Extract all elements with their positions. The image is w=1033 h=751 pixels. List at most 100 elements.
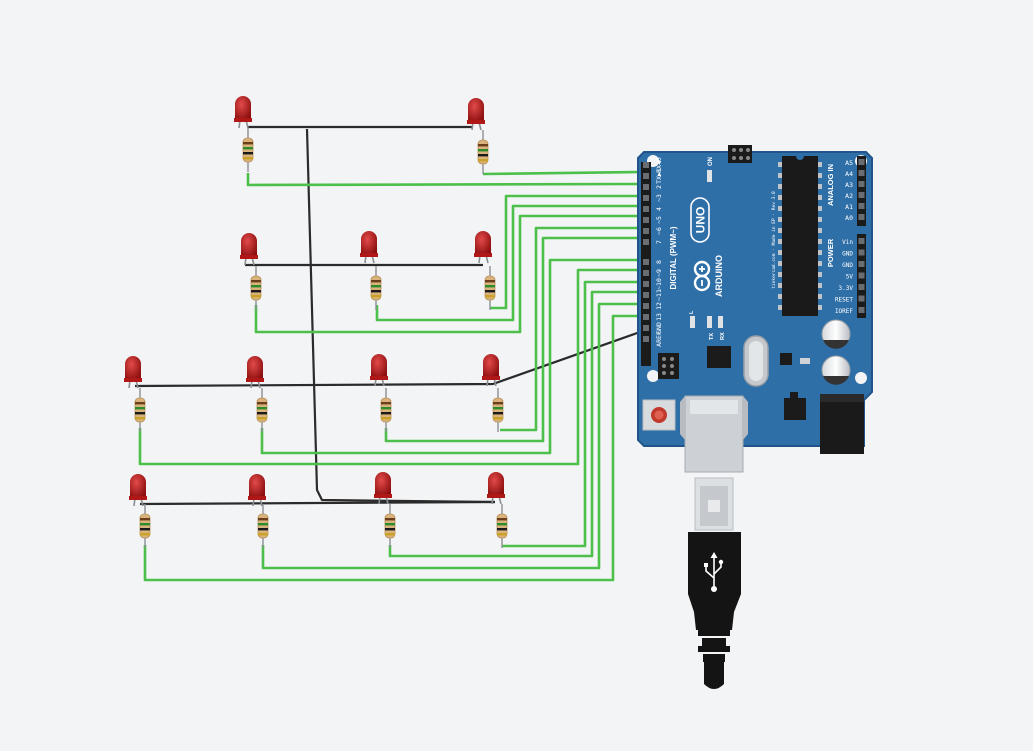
led-resistor-pair[interactable] [124, 356, 146, 432]
digital-pin[interactable] [643, 292, 649, 298]
analog-pin[interactable] [858, 192, 865, 198]
wire-pin10[interactable] [502, 280, 640, 548]
digital-pin[interactable] [643, 228, 649, 234]
digital-pin[interactable] [643, 270, 649, 276]
red-led[interactable] [360, 231, 378, 257]
digital-pin[interactable] [643, 162, 649, 168]
digital-pin[interactable] [643, 259, 649, 265]
digital-pin[interactable] [643, 184, 649, 190]
led-resistor-pair[interactable] [248, 474, 269, 548]
resistor[interactable] [370, 275, 382, 301]
resistor[interactable] [139, 513, 151, 539]
analog-pin[interactable] [858, 181, 865, 187]
digital-pin[interactable] [643, 173, 649, 179]
digital-pin[interactable] [643, 281, 649, 287]
digital-pin[interactable] [643, 314, 649, 320]
resistor[interactable] [380, 397, 392, 423]
led-resistor-pair[interactable] [234, 96, 254, 172]
digital-pin[interactable] [643, 239, 649, 245]
resistor[interactable] [250, 275, 262, 301]
led-resistor-pair[interactable] [370, 354, 392, 432]
digital-pin[interactable] [643, 206, 649, 212]
power-pin[interactable] [858, 261, 865, 267]
red-led[interactable] [482, 354, 500, 380]
digital-pin-label: ~9 [655, 269, 663, 277]
digital-pin[interactable] [643, 303, 649, 309]
wire-pin4[interactable] [375, 204, 640, 322]
ground-wire-row4[interactable] [139, 500, 496, 506]
digital-pin[interactable] [643, 325, 649, 331]
wire-pin12[interactable] [261, 302, 640, 570]
wire-pin8[interactable] [260, 258, 640, 455]
ground-wire-trunk[interactable] [305, 128, 496, 504]
power-pin[interactable] [858, 284, 865, 290]
red-led[interactable] [129, 474, 147, 500]
digital-pin[interactable] [643, 217, 649, 223]
wire-pin3[interactable] [490, 194, 640, 310]
digital-pin[interactable] [643, 195, 649, 201]
resistor[interactable] [257, 513, 269, 539]
power-led [707, 170, 712, 182]
power-pin[interactable] [858, 295, 865, 302]
led-resistor-pair[interactable] [487, 472, 508, 548]
resistor[interactable] [484, 275, 496, 301]
wire-pin5[interactable] [254, 214, 640, 334]
power-pin[interactable] [858, 307, 865, 313]
digital-label: DIGITAL (PWM~) [669, 226, 678, 289]
red-led[interactable] [374, 472, 392, 498]
red-led[interactable] [370, 354, 388, 380]
red-led[interactable] [487, 472, 505, 498]
analog-pin[interactable] [858, 203, 865, 209]
resistor[interactable] [242, 137, 254, 163]
red-led[interactable] [474, 231, 492, 257]
resistor[interactable] [384, 513, 396, 539]
digital-pin[interactable] [643, 336, 649, 342]
led-resistor-pair[interactable] [482, 354, 504, 432]
usb-b-port[interactable] [680, 395, 748, 473]
wire-pin6[interactable] [500, 226, 640, 432]
red-led[interactable] [234, 96, 252, 122]
resistor[interactable] [477, 139, 489, 165]
led-resistor-pair[interactable] [360, 231, 382, 310]
wire-pin7[interactable] [384, 236, 640, 443]
resistor[interactable] [492, 397, 504, 423]
reset-button[interactable] [642, 399, 676, 431]
power-pin[interactable] [858, 238, 865, 244]
led-resistor-pair[interactable] [467, 98, 489, 174]
wire-pin9[interactable] [138, 268, 640, 466]
wire-pin11[interactable] [388, 290, 640, 558]
analog-header[interactable] [857, 156, 866, 226]
red-led[interactable] [246, 356, 264, 382]
analog-pin[interactable] [858, 214, 865, 220]
resistor[interactable] [134, 397, 146, 423]
power-pin-label: Vin [842, 239, 853, 246]
led-resistor-pair[interactable] [240, 233, 262, 310]
led-resistor-pair[interactable] [374, 472, 396, 548]
wire-pin2[interactable] [246, 173, 641, 187]
tx-led-label: TX [709, 333, 715, 340]
red-led[interactable] [248, 474, 266, 500]
red-led[interactable] [467, 98, 485, 124]
dc-power-jack[interactable] [820, 394, 864, 454]
power-pin[interactable] [858, 272, 865, 279]
resistor[interactable] [496, 513, 508, 539]
red-led[interactable] [124, 356, 142, 382]
wire-pin1[interactable] [482, 170, 641, 176]
resistor[interactable] [256, 397, 268, 423]
wire-pin13[interactable] [143, 314, 640, 582]
icsp-header-bottom [658, 353, 679, 379]
led-resistor-pair[interactable] [246, 356, 268, 432]
digital-pin-label: ~10 [655, 278, 663, 290]
led-resistor-pair[interactable] [474, 231, 496, 310]
led-resistor-array[interactable] [124, 96, 508, 548]
power-pin[interactable] [858, 249, 865, 256]
red-led[interactable] [240, 233, 258, 259]
signal-wires[interactable] [138, 170, 641, 582]
led-resistor-pair[interactable] [129, 474, 151, 548]
analog-pin[interactable] [858, 159, 865, 165]
analog-pin[interactable] [858, 170, 865, 176]
usb-b-cable[interactable] [688, 477, 741, 689]
